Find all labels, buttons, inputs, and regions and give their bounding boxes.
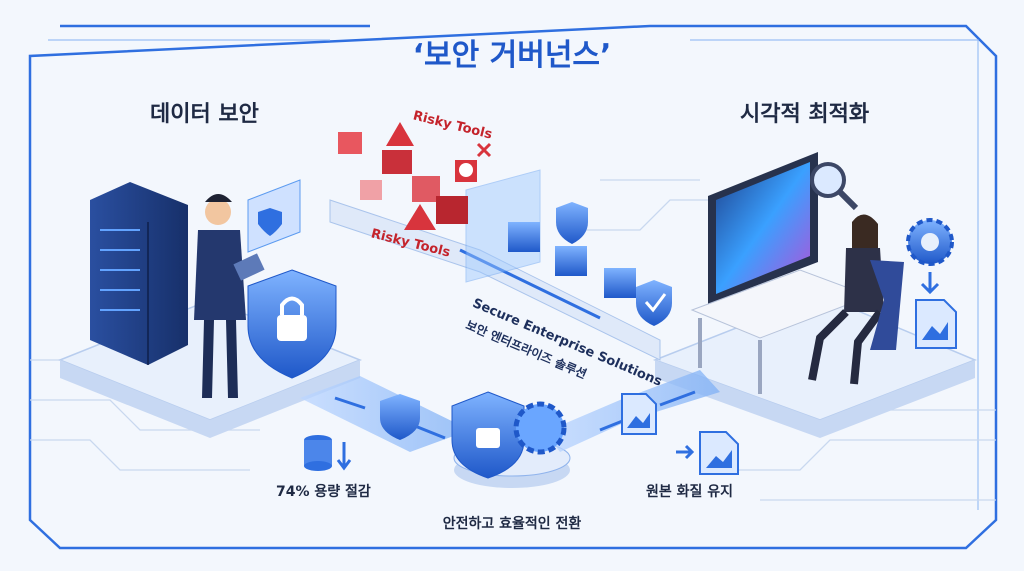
outer-frame bbox=[28, 24, 998, 550]
checkmark-shield-icon bbox=[556, 202, 672, 326]
padlock-shield-icon bbox=[247, 269, 337, 379]
caption-quality-retained: 원본 화질 유지 bbox=[646, 484, 734, 500]
right-section-heading: 시각적 최적화 bbox=[740, 102, 870, 127]
magnifier-icon bbox=[810, 162, 859, 211]
shield-lock-small-icon bbox=[380, 394, 420, 440]
image-file-small-icon bbox=[621, 393, 657, 435]
x-mark-icon bbox=[476, 142, 492, 158]
skull-box-icon bbox=[459, 163, 473, 177]
conveyor-belt bbox=[329, 199, 661, 361]
shield-gear-icon bbox=[451, 391, 567, 479]
circuit-lines bbox=[30, 179, 996, 501]
server-icon bbox=[90, 182, 188, 365]
image-file-icon bbox=[915, 299, 957, 349]
left-section-heading: 데이터 보안 bbox=[150, 102, 259, 127]
shield-lock-screen-icon bbox=[247, 179, 301, 253]
page-title: ‘보안 거버넌스’ bbox=[412, 38, 612, 73]
glass-filter-panel bbox=[465, 169, 541, 283]
caption-safe-transition: 안전하고 효율적인 전환 bbox=[442, 516, 582, 532]
secure-cube bbox=[508, 222, 636, 298]
gear-download-icon bbox=[906, 218, 954, 295]
person-with-tablet-icon bbox=[194, 194, 265, 398]
image-file-right-icon bbox=[676, 431, 739, 475]
warning-icon bbox=[386, 122, 436, 230]
designer-person-icon bbox=[808, 214, 904, 385]
database-icon bbox=[304, 435, 352, 471]
caption-capacity-reduction: 74% 용량 절감 bbox=[276, 484, 371, 500]
monitor-icon bbox=[708, 152, 818, 304]
